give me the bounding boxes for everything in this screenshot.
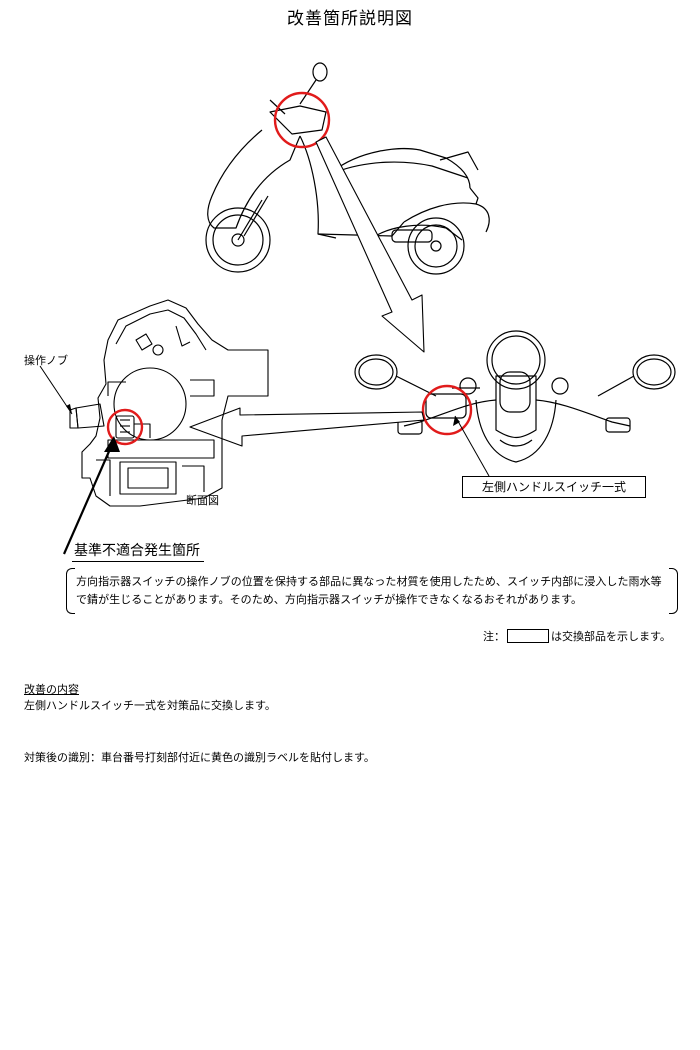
scooter-highlight-circle	[273, 91, 331, 149]
note-suffix: は交換部品を示します。	[551, 630, 671, 643]
callout-arrow-down	[315, 136, 425, 353]
bracket-right	[669, 568, 678, 614]
callout-arrow-left	[189, 407, 425, 447]
section-view-label: 断面図	[186, 494, 219, 507]
note-prefix: 注：	[483, 630, 505, 643]
nonconformity-arrow	[62, 439, 116, 555]
description-text: 方向指示器スイッチの操作ノブの位置を保持する部品に異なった材質を使用したため、ス…	[76, 575, 662, 606]
improvement-heading: 改善の内容	[24, 683, 79, 696]
replacement-note: 注： は交換部品を示します。	[483, 628, 671, 644]
knob-label: 操作ノブ	[24, 354, 68, 367]
page-title: 改善箇所説明図	[287, 9, 413, 29]
replacement-part-swatch	[507, 629, 549, 643]
switch-assembly-label: 左側ハンドルスイッチ一式	[462, 476, 646, 498]
identification-text: 対策後の識別：車台番号打刻部付近に黄色の識別ラベルを貼付します。	[24, 751, 375, 764]
description-box: 方向指示器スイッチの操作ノブの位置を保持する部品に異なった材質を使用したため、ス…	[66, 568, 678, 614]
nonconformity-location-label: 基準不適合発生箇所	[72, 540, 204, 562]
illustration	[39, 62, 676, 555]
handlebar-illustration	[354, 330, 676, 463]
nonconformity-highlight-circle	[106, 408, 144, 446]
switch-label-leader	[454, 415, 490, 477]
improvement-body: 左側ハンドルスイッチ一式を対策品に交換します。	[24, 699, 276, 712]
bracket-left	[66, 568, 75, 614]
switch-highlight-circle	[421, 384, 473, 436]
scooter-illustration	[205, 62, 490, 275]
